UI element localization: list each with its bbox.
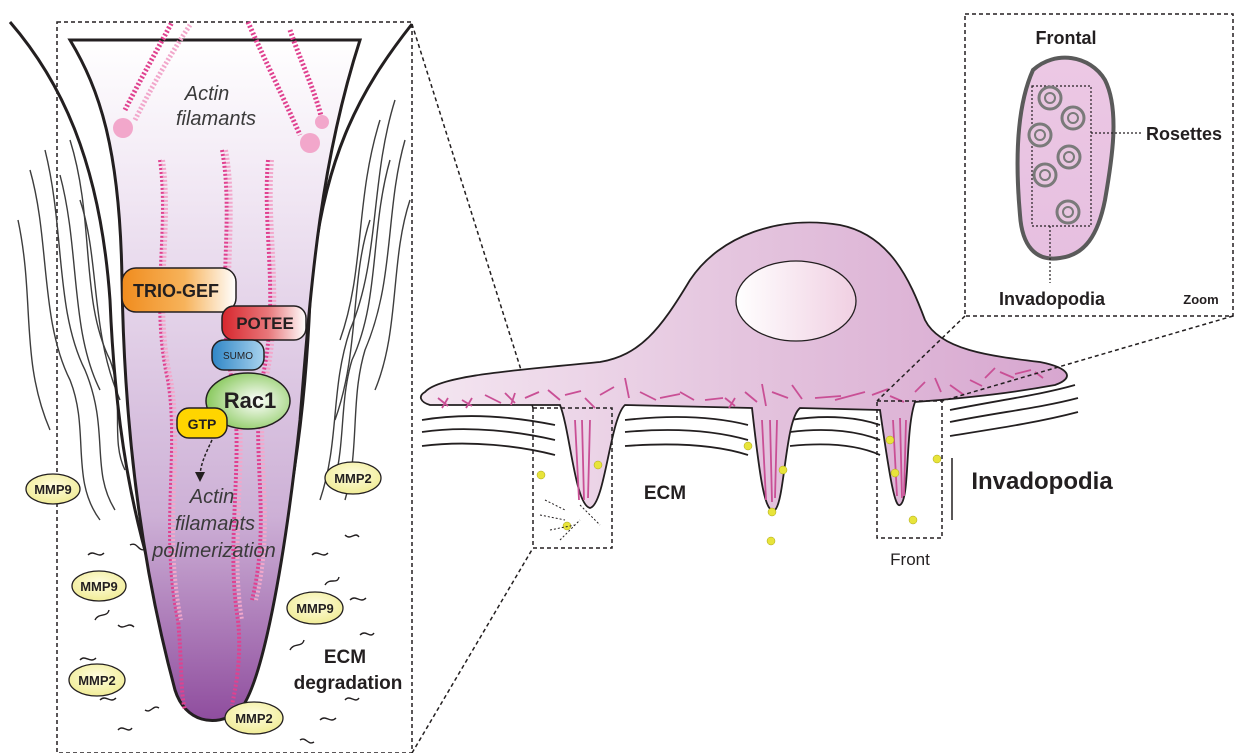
zoom-label: Zoom — [1183, 292, 1218, 307]
mmp2-right-top: MMP2 — [325, 462, 381, 494]
rac1-label: Rac1 — [224, 388, 277, 413]
invadopodia-main-label: Invadopodia — [971, 468, 1113, 495]
mmp2-bottom-label: MMP2 — [235, 711, 273, 726]
nucleus — [736, 261, 856, 341]
rosette-icon — [1039, 87, 1061, 109]
ecm-degradation-label-1: ECM — [324, 647, 366, 668]
polymerization-label-3: polimerization — [151, 540, 275, 562]
gtp-label: GTP — [188, 416, 217, 432]
mmp9-left: MMP9 — [26, 474, 80, 504]
polymerization-label-2: filamants — [175, 513, 255, 535]
mmp2-right-top-label: MMP2 — [334, 471, 372, 486]
actin-filaments-label-1: Actin — [184, 83, 229, 105]
mmp9-lower-left: MMP9 — [72, 571, 126, 601]
trio-gef-protein: TRIO-GEF — [122, 268, 236, 312]
ecm-degradation-label-2: degradation — [294, 673, 403, 694]
mmp9-lower-right: MMP9 — [287, 592, 343, 624]
actin-filaments-label-2: filamants — [176, 108, 256, 130]
ecm-label: ECM — [644, 483, 686, 504]
sumo-protein: SUMO — [212, 340, 264, 370]
invadopodia-small-label: Invadopodia — [999, 289, 1106, 309]
ecm-fibers-right — [320, 100, 410, 500]
mmp2-bottom: MMP2 — [225, 702, 283, 734]
polymerization-label-1: Actin — [189, 486, 234, 508]
trio-gef-label: TRIO-GEF — [133, 281, 219, 301]
mmp9-lower-left-label: MMP9 — [80, 579, 118, 594]
rosettes-label: Rosettes — [1146, 124, 1222, 144]
rosette-icon — [1029, 124, 1051, 146]
rosette-icon — [1034, 164, 1056, 186]
left-zoom-panel: Actin filamants TRIO-GEF POTEE SUMO Rac1… — [10, 22, 412, 753]
frontal-label: Frontal — [1036, 28, 1097, 48]
mmp2-lower-left: MMP2 — [69, 664, 125, 696]
mmp9-left-label: MMP9 — [34, 482, 72, 497]
potee-label: POTEE — [236, 314, 294, 333]
front-label: Front — [890, 550, 930, 569]
cell-diagram: ECM Invadopodia Front — [421, 222, 1113, 569]
rosette-icon — [1062, 107, 1084, 129]
potee-protein: POTEE — [222, 306, 306, 340]
mmp9-lower-right-label: MMP9 — [296, 601, 334, 616]
sumo-label: SUMO — [223, 351, 253, 362]
rosette-icon — [1057, 201, 1079, 223]
mmp2-lower-left-label: MMP2 — [78, 673, 116, 688]
cell-body — [421, 222, 1067, 510]
rosette-icon — [1058, 146, 1080, 168]
ecm-fibers-left — [18, 140, 125, 520]
gtp-molecule: GTP — [177, 408, 227, 438]
